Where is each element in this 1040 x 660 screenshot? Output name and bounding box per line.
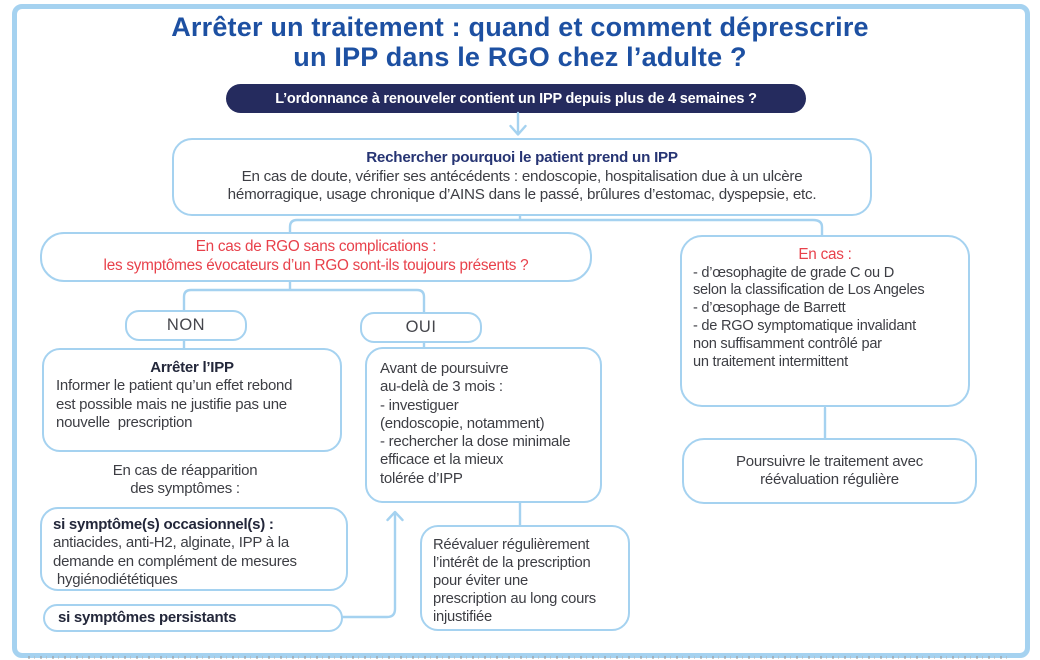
node-avant-poursuivre: Avant de poursuivre au-delà de 3 mois : … [365,347,602,503]
node-rgo-question: En cas de RGO sans complications : les s… [40,232,592,282]
node-en-cas: En cas : - d’œsophagite de grade C ou D … [680,235,970,407]
node-arreter-body: Informer le patient qu’un effet rebond e… [56,377,293,431]
node-occasionnel-body: antiacides, anti-H2, alginate, IPP à la … [53,534,297,588]
outer-frame [12,4,1030,658]
node-arreter-title: Arrêter l’IPP [150,359,234,376]
branch-oui: OUI [360,312,482,343]
node-persistants: si symptômes persistants [43,604,343,632]
node-arreter-ipp: Arrêter l’IPP Informer le patient qu’un … [42,348,342,452]
node-en-cas-title: En cas : [798,246,852,263]
node-rechercher-body: En cas de doute, vérifier ses antécédent… [227,167,817,204]
node-reevaluer: Réévaluer régulièrement l’intérêt de la … [420,525,630,631]
node-rechercher: Rechercher pourquoi le patient prend un … [172,138,872,216]
page-title-line2: un IPP dans le RGO chez l’adulte ? [293,42,747,73]
question-banner: L’ordonnance à renouveler contient un IP… [226,84,806,113]
branch-non: NON [125,310,247,341]
node-en-cas-body: - d’œsophagite de grade C ou D selon la … [693,264,925,370]
page-title: Arrêter un traitement : quand et comment… [0,12,1040,72]
node-poursuivre: Poursuivre le traitement avec réévaluati… [682,438,977,504]
node-occasionnel: si symptôme(s) occasionnel(s) : antiacid… [40,507,348,591]
clipped-caption-remnant [28,656,1012,659]
label-reapparition: En cas de réapparition des symptômes : [112,462,258,498]
page-title-line1: Arrêter un traitement : quand et comment… [171,12,869,42]
node-occasionnel-title: si symptôme(s) occasionnel(s) : [53,516,274,533]
node-rechercher-title: Rechercher pourquoi le patient prend un … [366,149,678,167]
